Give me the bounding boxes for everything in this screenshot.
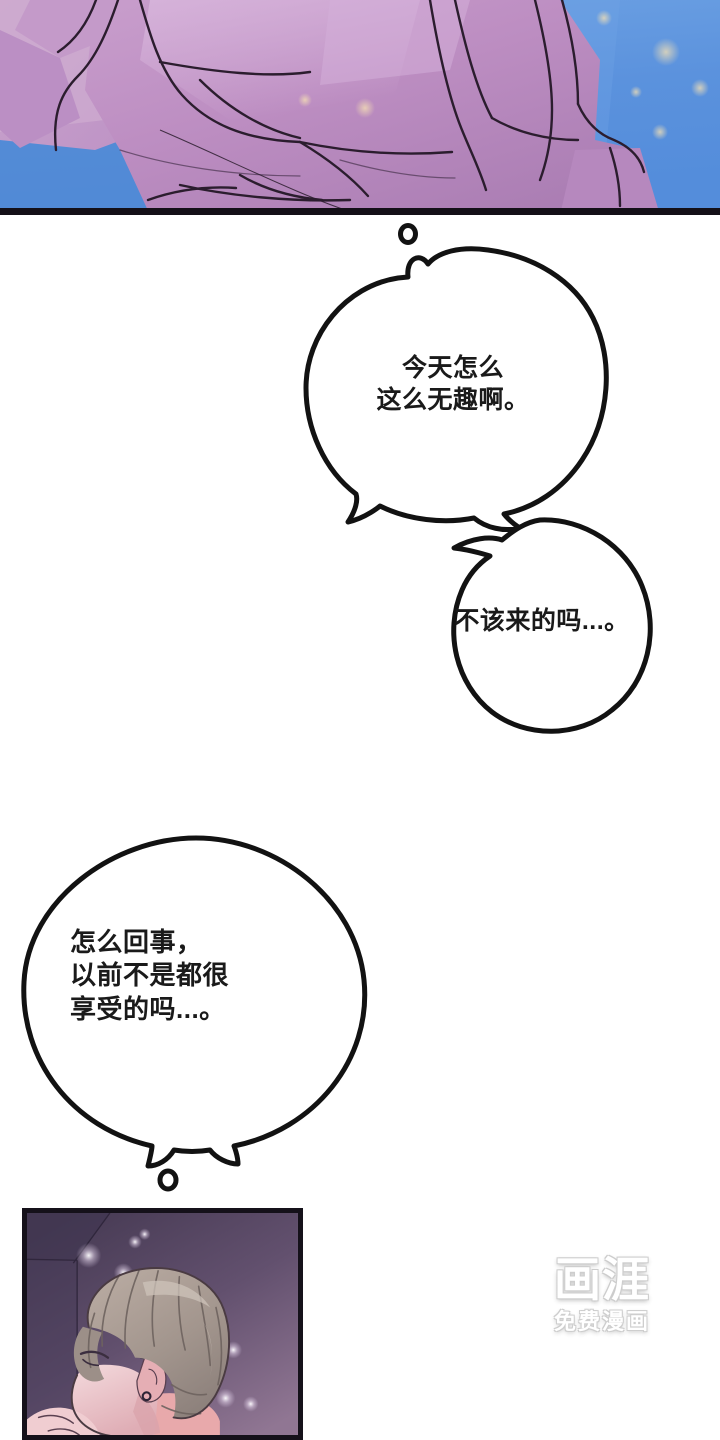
thought-bubble-3-tail-dot: [157, 1168, 179, 1192]
top-panel-artwork: [0, 0, 720, 215]
thought-bubble-1: 今天怎么 这么无趣啊。: [288, 222, 618, 562]
top-panel-bottom-border: [0, 208, 720, 215]
watermark-logo: 画涯: [554, 1253, 650, 1306]
bottom-panel-artwork: [27, 1213, 298, 1435]
thought-bubble-2: 不该来的吗...。: [420, 512, 664, 744]
thought-bubble-1-tail-dot: [398, 223, 418, 245]
site-watermark: 画涯 免费漫画: [536, 1256, 668, 1333]
thought-bubble-2-text: 不该来的吗...。: [454, 607, 630, 635]
watermark-subtitle: 免费漫画: [553, 1309, 650, 1334]
bottom-panel: [22, 1208, 303, 1440]
thought-bubble-1-text: 今天怎么 这么无趣啊。: [376, 354, 530, 414]
top-panel: [0, 0, 720, 215]
thought-bubble-3-text: 怎么回事， 以前不是都很 享受的吗...。: [70, 927, 230, 1024]
thought-bubble-2-shape: [451, 517, 653, 734]
thought-bubble-3: 怎么回事， 以前不是都很 享受的吗...。: [10, 828, 382, 1193]
thought-bubble-3-shape: [21, 835, 368, 1192]
